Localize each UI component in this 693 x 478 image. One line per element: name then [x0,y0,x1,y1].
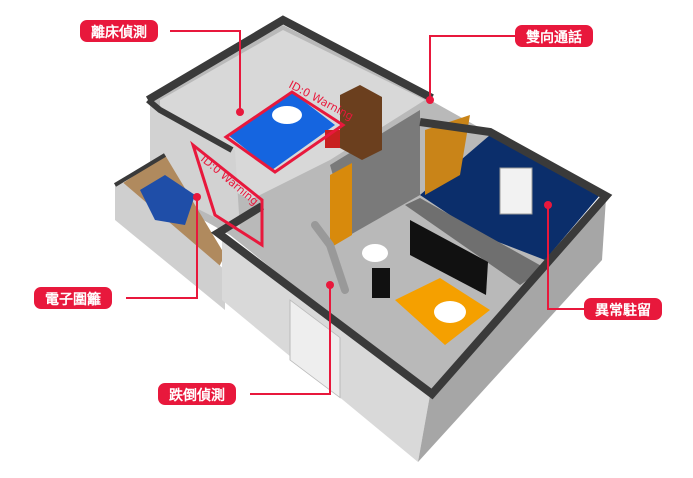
callout-dot [193,193,201,201]
label-geofence: 電子圍籬 [34,287,112,309]
bathroom-door [425,115,470,195]
wall-top [113,153,167,187]
label-text: 異常駐留 [595,303,651,319]
callout-line-two-way-call [429,35,515,100]
window [289,299,341,399]
label-abnormal-stay: 異常駐留 [584,298,662,320]
callout-line-abnormal-stay [547,205,585,310]
label-fall-detection: 跌倒偵測 [158,383,236,405]
callout-dot [236,108,244,116]
callout-dot [426,96,434,104]
partition-wall [330,110,420,235]
wall-top [146,97,234,153]
callout-dot [326,281,334,289]
label-text: 雙向通話 [526,30,582,46]
tv [410,220,488,295]
ceiling-light [362,244,388,262]
bed-warning-zone [223,90,346,174]
callout-line-bed-exit [170,30,241,112]
callout-dot [544,201,552,209]
label-text: 電子圍籬 [45,292,101,308]
ceiling-light [434,301,466,323]
label-bed-exit: 離床偵測 [80,20,158,42]
callout-line-geofence [126,197,198,299]
closet-door [330,163,352,248]
bookshelf [340,85,382,160]
toilet [499,167,533,215]
bedroom-left-wall [150,100,240,230]
door-warning-zone [190,140,264,248]
fallen-person [311,221,349,294]
ceiling-light [272,106,302,124]
wall-top [210,118,613,400]
tv-wall [405,198,545,285]
wall-top [145,15,434,104]
label-two-way-call: 雙向通話 [515,25,593,47]
label-text: 離床偵測 [91,25,147,41]
armchair [140,175,195,225]
callout-line-fall [250,285,331,395]
bed [228,92,335,170]
chair [372,268,390,298]
label-text: 跌倒偵測 [169,388,225,404]
front-right-wall [418,198,606,462]
